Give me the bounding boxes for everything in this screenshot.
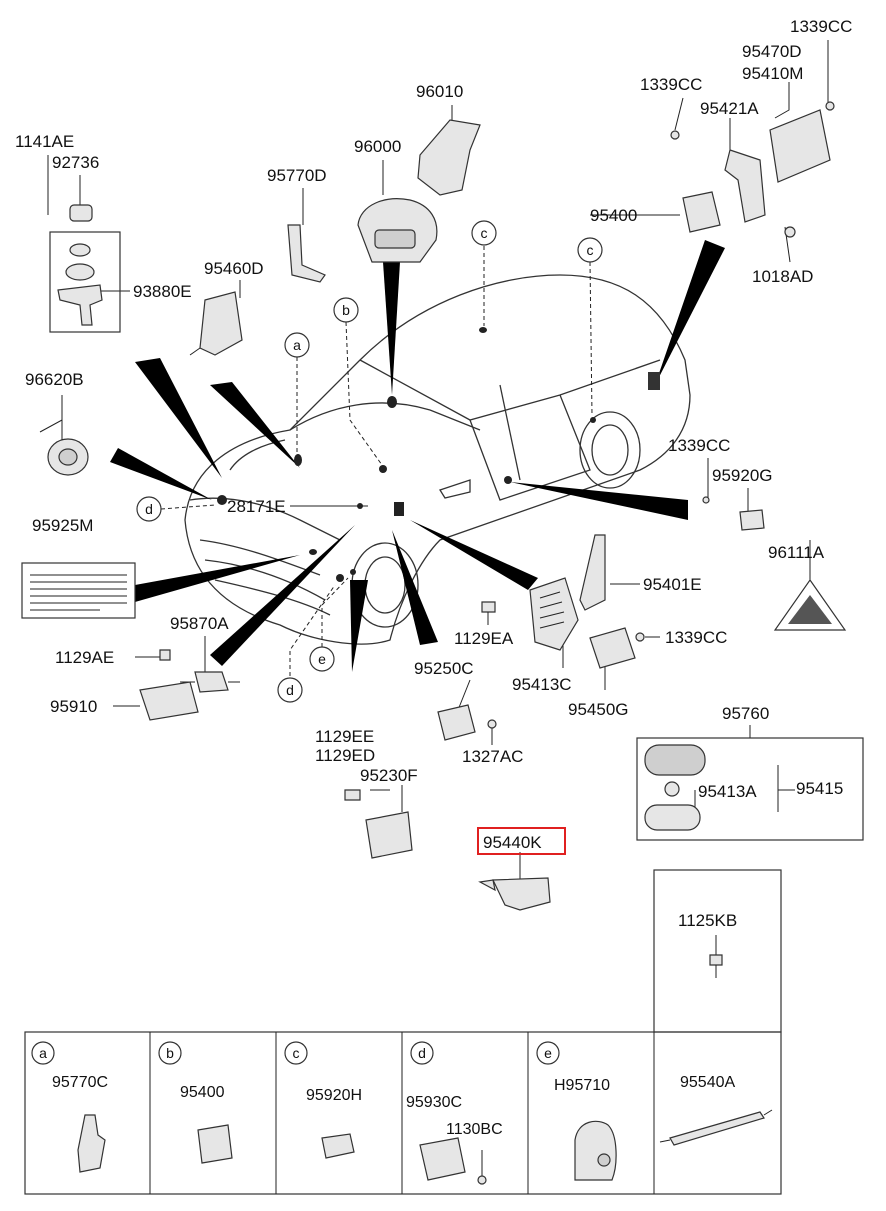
callout-c2: c — [587, 242, 594, 258]
callout-c1: c — [481, 225, 488, 241]
legend-letter-b: b — [166, 1045, 174, 1061]
label-1129ED: 1129ED — [315, 746, 375, 765]
component-drawings — [21, 101, 864, 978]
legend-letter-d: d — [418, 1045, 426, 1061]
label-95925M: 95925M — [32, 516, 93, 535]
label-95770D: 95770D — [267, 166, 327, 185]
label-95400: 95400 — [590, 206, 637, 225]
label-95410M: 95410M — [742, 64, 803, 83]
label-1018AD: 1018AD — [752, 267, 813, 286]
label-95421A: 95421A — [700, 99, 759, 118]
label-1125KB: 1125KB — [678, 911, 737, 930]
label-95450G: 95450G — [568, 700, 629, 719]
part-labels: 1339CC 95470D 95410M 1339CC 95421A 96010… — [15, 17, 852, 930]
legend-part-d2: 1130BC — [446, 1121, 503, 1138]
label-95415: 95415 — [796, 779, 843, 798]
callouts: c c b a d e d — [136, 220, 603, 703]
label-95910: 95910 — [50, 697, 97, 716]
legend-letter-c: c — [293, 1045, 300, 1061]
label-1339CC-c: 1339CC — [665, 628, 727, 647]
dashed-leaders — [160, 246, 593, 676]
label-95440K: 95440K — [483, 833, 542, 852]
label-1129AE: 1129AE — [55, 648, 114, 667]
legend-part-c: 95920H — [306, 1087, 362, 1104]
label-92736: 92736 — [52, 153, 99, 172]
callout-a: a — [293, 337, 301, 353]
label-95760: 95760 — [722, 704, 769, 723]
legend-part-b: 95400 — [180, 1084, 225, 1101]
highlight-box-95440K — [477, 827, 566, 855]
callout-e: e — [318, 651, 326, 667]
callout-b: b — [342, 302, 350, 318]
car-body — [184, 274, 691, 645]
legend-letter-e: e — [544, 1045, 552, 1061]
label-95413C: 95413C — [512, 675, 572, 694]
label-96010: 96010 — [416, 82, 463, 101]
label-96111A: 96111A — [768, 543, 825, 562]
label-1141AE: 1141AE — [15, 132, 74, 151]
legend-table: a 95770C b 95400 c 95920H d 95930C 1130B… — [24, 869, 782, 1195]
label-95413A: 95413A — [698, 782, 757, 801]
legend-letter-a: a — [39, 1045, 47, 1061]
label-95870A: 95870A — [170, 614, 229, 633]
label-95250C: 95250C — [414, 659, 474, 678]
label-1129EA: 1129EA — [454, 629, 514, 648]
leader-wedges — [110, 240, 725, 672]
legend-part-a: 95770C — [52, 1074, 108, 1091]
label-28171E: 28171E — [227, 497, 286, 516]
label-1339CC-b: 1339CC — [668, 436, 730, 455]
label-1327AC: 1327AC — [462, 747, 523, 766]
callout-d2: d — [286, 682, 294, 698]
label-95460D: 95460D — [204, 259, 264, 278]
label-95920G: 95920G — [712, 466, 773, 485]
legend-part-d: 95930C — [406, 1094, 462, 1111]
callout-d1: d — [145, 501, 153, 517]
car-part-dots — [217, 327, 660, 582]
label-1339CC-a: 1339CC — [640, 75, 702, 94]
label-1339CC-top: 1339CC — [790, 17, 852, 36]
label-95401E: 95401E — [643, 575, 702, 594]
label-93880E: 93880E — [133, 282, 192, 301]
label-96620B: 96620B — [25, 370, 84, 389]
label-1129EE: 1129EE — [315, 727, 374, 746]
legend-part-f: 95540A — [680, 1074, 735, 1091]
label-95230F: 95230F — [360, 766, 418, 785]
label-96000: 96000 — [354, 137, 401, 156]
label-95470D: 95470D — [742, 42, 802, 61]
legend-part-e: H95710 — [554, 1077, 610, 1094]
